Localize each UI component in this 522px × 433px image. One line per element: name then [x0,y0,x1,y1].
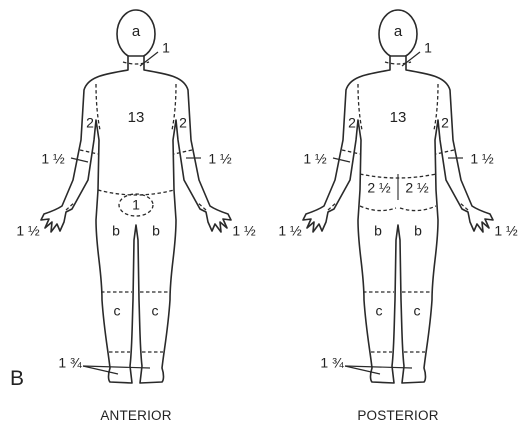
label-hand-left: 1 ½ [16,223,40,239]
label-genitalia: 1 [132,197,140,213]
posterior-view: a 1 13 2 2 1 ½ 1 ½ 1 ½ 1 ½ 2 ½ 2 ½ b b c… [278,10,518,423]
label-neck: 1 [424,40,432,56]
label-hand-left: 1 ½ [278,223,302,239]
label-head: a [132,23,141,40]
label-upper-arm-right: 2 [179,115,187,131]
label-leg-left: c [376,303,383,319]
label-buttock-right: 2 ½ [405,180,429,196]
label-hand-right: 1 ½ [232,223,256,239]
anterior-view: a 1 13 2 2 1 ½ 1 ½ 1 ½ 1 ½ 1 b b c c 1 ¾… [16,10,256,423]
label-thigh-left: b [374,223,382,239]
label-trunk: 13 [128,109,145,126]
label-trunk: 13 [390,109,407,126]
label-upper-arm-left: 2 [86,115,94,131]
label-neck: 1 [162,40,170,56]
label-hand-right: 1 ½ [494,223,518,239]
label-head: a [394,23,403,40]
label-forearm-left: 1 ½ [41,151,65,167]
label-thigh-left: b [112,223,120,239]
view-title-posterior: POSTERIOR [357,408,438,423]
label-leg-right: c [414,303,421,319]
label-thigh-right: b [152,223,160,239]
label-leg-left: c [114,303,121,319]
label-thigh-right: b [414,223,422,239]
label-forearm-right: 1 ½ [470,151,494,167]
label-foot: 1 ¾ [320,355,344,371]
panel-letter: B [10,367,24,390]
label-buttock-left: 2 ½ [367,180,391,196]
label-leg-right: c [152,303,159,319]
label-upper-arm-right: 2 [441,115,449,131]
label-forearm-left: 1 ½ [303,151,327,167]
label-upper-arm-left: 2 [348,115,356,131]
view-title-anterior: ANTERIOR [100,408,171,423]
label-forearm-right: 1 ½ [208,151,232,167]
label-foot: 1 ¾ [58,355,82,371]
